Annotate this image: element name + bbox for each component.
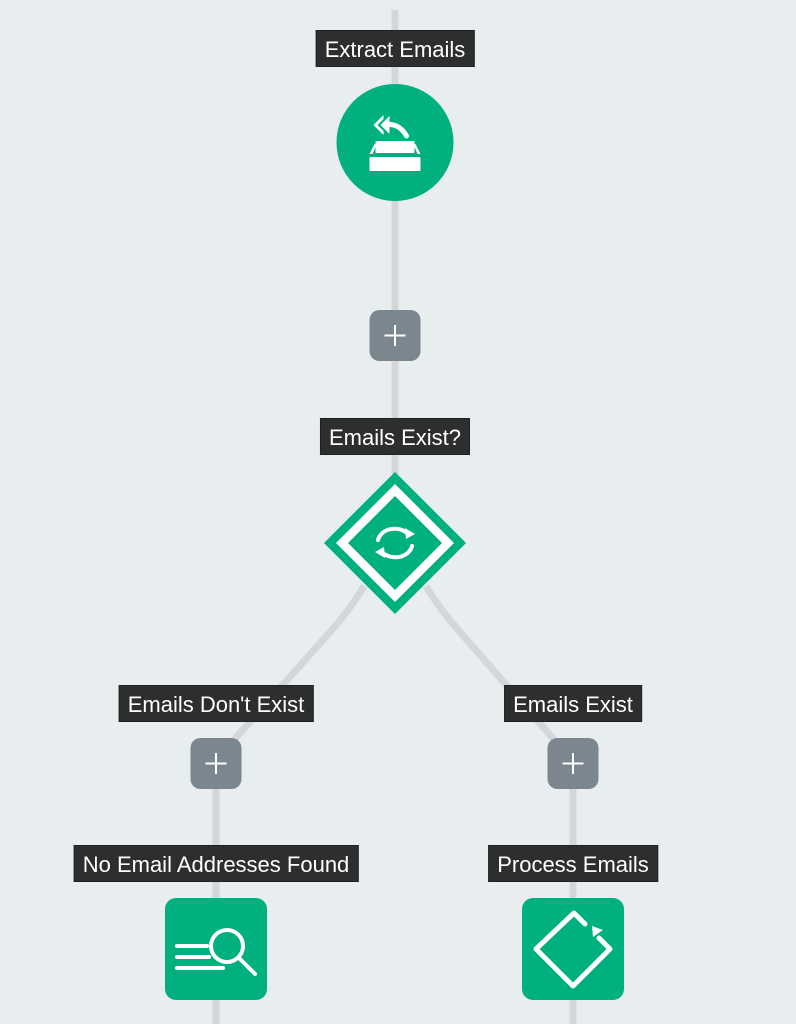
- extract-emails-node[interactable]: [336, 84, 454, 201]
- emails-exist-decision-node[interactable]: [322, 470, 468, 616]
- node-label-extract-emails: Extract Emails: [315, 30, 475, 67]
- search-list-icon: [175, 928, 257, 976]
- add-step-button-exist[interactable]: [547, 738, 599, 789]
- plus-icon: [205, 753, 227, 774]
- plus-icon: [384, 325, 406, 346]
- add-step-button-dont-exist[interactable]: [190, 738, 242, 789]
- add-step-button[interactable]: [369, 310, 421, 361]
- loop-icon: [533, 910, 613, 989]
- branch-label-emails-dont-exist: Emails Don't Exist: [118, 685, 314, 722]
- node-label-process-emails: Process Emails: [488, 845, 658, 882]
- process-emails-node[interactable]: [522, 898, 624, 1000]
- box-export-icon: [367, 115, 423, 171]
- plus-icon: [562, 753, 584, 774]
- node-label-emails-exist-question: Emails Exist?: [319, 418, 471, 455]
- edge-branch-dont-exist: [229, 584, 368, 745]
- edge-branch-exist: [422, 584, 559, 745]
- sync-icon: [376, 526, 414, 560]
- branch-label-emails-exist: Emails Exist: [504, 685, 642, 722]
- node-label-no-email-addresses-found: No Email Addresses Found: [73, 845, 359, 882]
- no-email-addresses-found-node[interactable]: [165, 898, 267, 1000]
